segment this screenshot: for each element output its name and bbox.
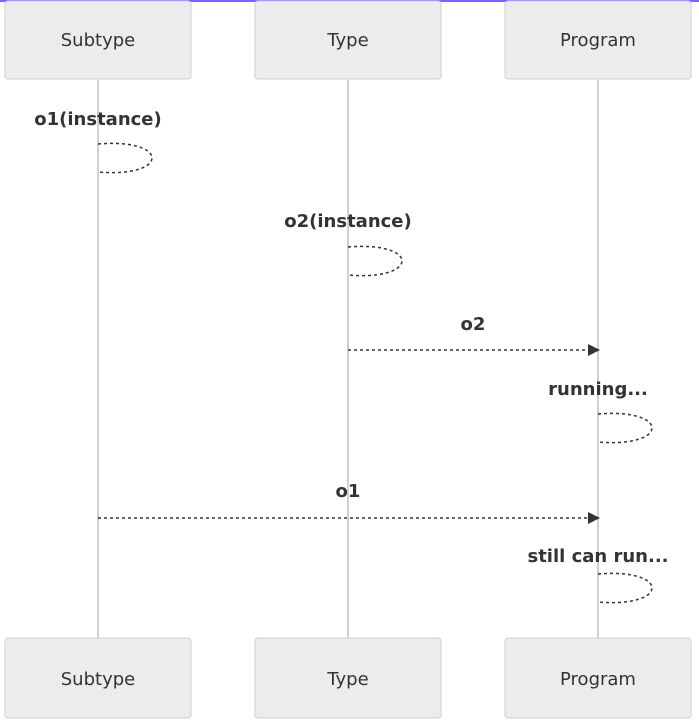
actor-bottom-subtype-label: Subtype [61, 669, 135, 690]
actor-bottom-program-label: Program [560, 669, 636, 690]
message-still-can-run-label: still can run... [527, 546, 668, 567]
message-running: running... [548, 379, 653, 444]
message-running-label: running... [548, 379, 648, 400]
message-still-can-run: still can run... [527, 546, 669, 604]
actor-top-type-label: Type [326, 30, 368, 51]
message-o1-label: o1 [336, 481, 361, 502]
actor-top-subtype-label: Subtype [61, 30, 135, 51]
actor-top-type: Type [254, 0, 442, 80]
actor-top-program-label: Program [560, 30, 636, 51]
actor-top-subtype: Subtype [4, 0, 192, 80]
message-running-loop [597, 412, 653, 444]
message-o2-instance-label: o2(instance) [284, 211, 412, 232]
actor-top-program: Program [504, 0, 692, 80]
actor-bottom-program: Program [504, 637, 692, 719]
message-o2-label: o2 [461, 314, 486, 335]
actor-bottom-type-label: Type [326, 669, 368, 690]
message-o1-instance-loop [97, 142, 153, 174]
message-o2-instance: o2(instance) [284, 211, 412, 277]
message-o1-instance: o1(instance) [34, 109, 162, 174]
message-still-can-run-loop [597, 572, 653, 604]
actor-bottom-subtype: Subtype [4, 637, 192, 719]
message-o1-instance-label: o1(instance) [34, 109, 162, 130]
message-o2-instance-loop [347, 245, 403, 277]
actor-bottom-type: Type [254, 637, 442, 719]
message-o1: o1 [98, 481, 600, 524]
message-o2: o2 [348, 314, 600, 356]
